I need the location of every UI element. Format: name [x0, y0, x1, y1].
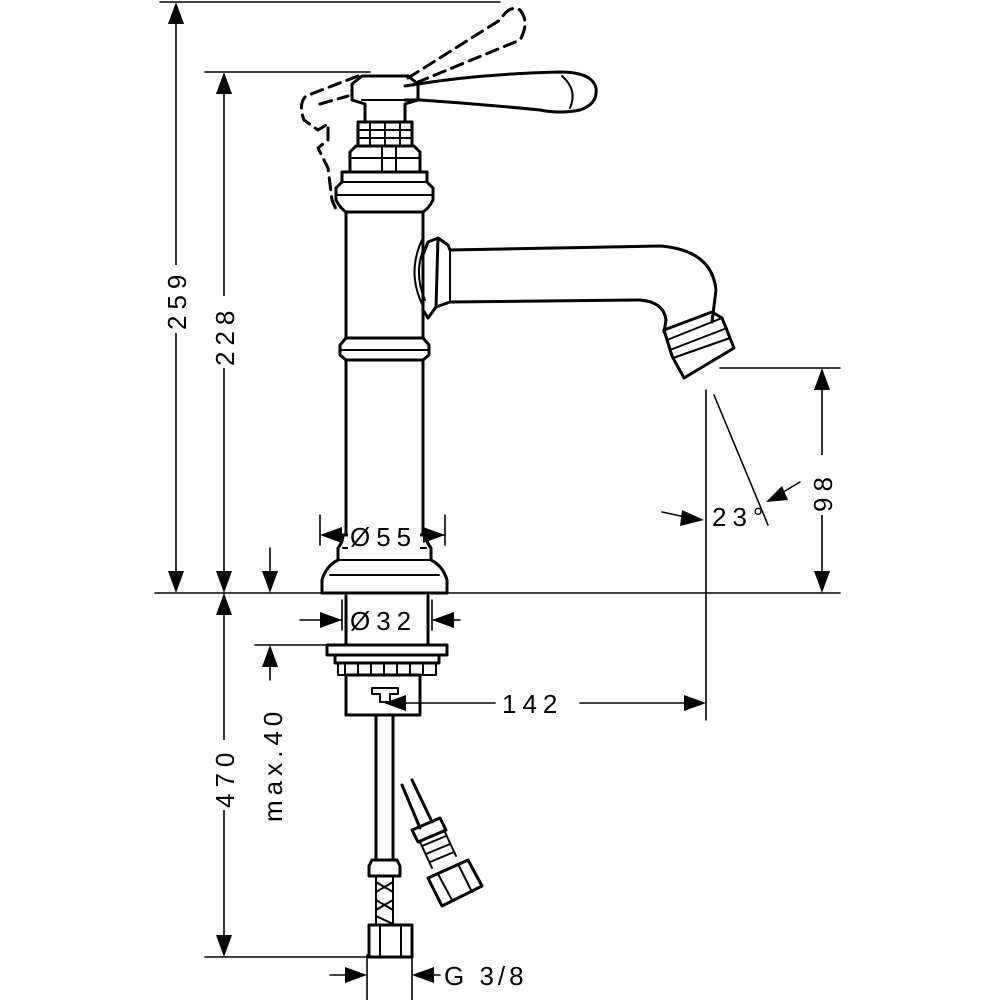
dimension-label-g38: G 3/8 — [444, 961, 528, 991]
dimension-label-32: Ø32 — [350, 606, 417, 636]
below-deck-parts — [325, 594, 484, 959]
dimension-label-259: 259 — [162, 269, 192, 330]
dimension-32 — [299, 612, 461, 628]
dimension-label-55: Ø55 — [350, 522, 417, 552]
dimension-55 — [320, 527, 446, 543]
dimension-g38 — [329, 967, 441, 983]
dimension-label-23: 23° — [712, 502, 769, 532]
dimension-label-142: 142 — [502, 689, 563, 719]
dimension-label-470: 470 — [210, 747, 240, 808]
dimension-max40 — [262, 645, 278, 681]
lever-handle — [299, 6, 598, 216]
dimension-label-228: 228 — [210, 305, 240, 366]
dimension-142 — [384, 695, 706, 711]
dimension-label-98: 98 — [808, 471, 838, 512]
extension-lines — [154, 1, 841, 1000]
dimension-label-max40: max.40 — [258, 707, 288, 822]
deck-reference-arrow — [262, 547, 278, 593]
spout — [413, 236, 736, 380]
dimension-23-angle — [661, 481, 801, 526]
faucet-body — [320, 74, 449, 595]
